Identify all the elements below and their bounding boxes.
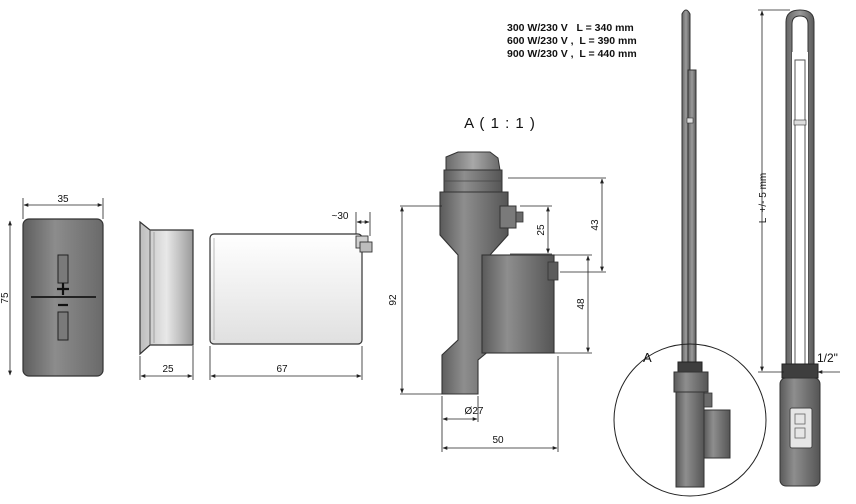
- heating-rod-front-view: A: [613, 9, 767, 497]
- housing-side-view: 67 ~30: [209, 211, 373, 380]
- dim-head-height: 92: [388, 294, 399, 306]
- detail-a-view: A ( 1 : 1 ) 92 43 25 48: [388, 115, 606, 452]
- spec-line-300w: 300 W/230 V L = 340 mm: [507, 22, 634, 34]
- dim-box-height: 48: [576, 298, 587, 310]
- plus-icon: [57, 283, 69, 295]
- dim-upper-offset: 43: [590, 219, 601, 231]
- spec-line-900w: 900 W/230 V , L = 440 mm: [507, 48, 637, 60]
- spec-line-600w: 600 W/230 V , L = 390 mm: [507, 35, 637, 47]
- dim-front-width: 35: [57, 194, 69, 205]
- dim-housing-length: 67: [276, 364, 288, 375]
- dim-thread: 1/2": [817, 351, 838, 365]
- dim-diameter: Ø27: [465, 406, 484, 417]
- detail-title: A ( 1 : 1 ): [464, 115, 536, 132]
- dim-cap-offset: 25: [536, 224, 547, 236]
- slot-lower: [57, 311, 69, 341]
- detail-marker: A: [643, 350, 652, 365]
- power-length-specs: 300 W/230 V L = 340 mm 600 W/230 V , L =…: [507, 22, 637, 60]
- heating-rod-side-view: L +/- 5 mm 1/2": [758, 9, 840, 487]
- dim-housing-offset: ~30: [332, 211, 349, 222]
- front-panel-view: 35 75: [0, 194, 104, 377]
- dim-length: L +/- 5 mm: [758, 173, 769, 223]
- dim-total-width: 50: [492, 435, 504, 446]
- dim-cover-depth: 25: [162, 364, 174, 375]
- detail-circle: [613, 343, 767, 497]
- slot-upper: [57, 254, 69, 284]
- dim-front-height: 75: [0, 292, 11, 304]
- cover-side-view: 25: [139, 220, 194, 380]
